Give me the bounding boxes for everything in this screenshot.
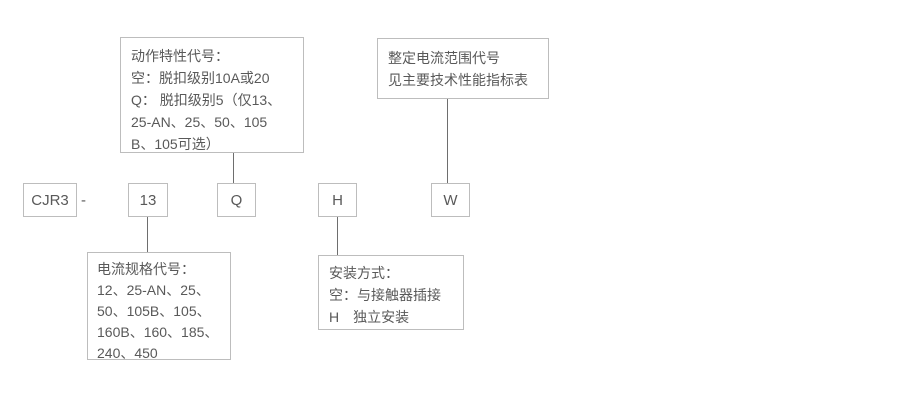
note-line: 见主要技术性能指标表 xyxy=(388,72,528,88)
range-field-value: W xyxy=(443,191,458,209)
model-prefix-box: CJR3 xyxy=(23,183,77,217)
note-line: 50、105B、105、 xyxy=(97,303,211,319)
mounting-field-box: H xyxy=(318,183,357,217)
setting-current-range-note: 整定电流范围代号 见主要技术性能指标表 xyxy=(377,38,549,99)
note-line: B、105可选） xyxy=(131,136,220,152)
connector-spec-line xyxy=(147,217,148,252)
note-line: 安装方式： xyxy=(329,265,399,281)
note-line: 160B、160、185、 xyxy=(97,324,219,340)
note-line: 电流规格代号： xyxy=(97,261,195,277)
note-line: 240、450 xyxy=(97,345,158,360)
mounting-field-value: H xyxy=(332,191,343,209)
note-line: Q： 脱扣级别5（仅13、 xyxy=(131,92,282,108)
current-spec-field-box: 13 xyxy=(128,183,168,217)
model-prefix-label: CJR3 xyxy=(31,191,69,209)
note-line: 空：与接触器插接 xyxy=(329,287,441,303)
model-code-separator: - xyxy=(81,183,86,217)
connector-mounting-line xyxy=(337,217,338,255)
note-line: 整定电流范围代号 xyxy=(388,50,500,66)
connector-action-line xyxy=(233,153,234,183)
range-field-box: W xyxy=(431,183,470,217)
note-line: 空：脱扣级别10A或20 xyxy=(131,70,270,86)
note-line: 25-AN、25、50、105 xyxy=(131,114,268,130)
action-field-value: Q xyxy=(230,191,243,209)
mounting-note: 安装方式： 空：与接触器插接 H 独立安装 xyxy=(318,255,464,330)
connector-range-line xyxy=(447,99,448,183)
note-line: 动作特性代号： xyxy=(131,48,229,64)
note-line: 12、25-AN、25、 xyxy=(97,282,210,298)
current-spec-field-value: 13 xyxy=(139,191,157,209)
current-spec-note: 电流规格代号： 12、25-AN、25、 50、105B、105、 160B、1… xyxy=(87,252,231,360)
action-characteristic-note: 动作特性代号： 空：脱扣级别10A或20 Q： 脱扣级别5（仅13、 25-AN… xyxy=(120,37,304,153)
separator-dash: - xyxy=(81,191,86,209)
action-field-box: Q xyxy=(217,183,256,217)
note-line: H 独立安装 xyxy=(329,309,410,325)
